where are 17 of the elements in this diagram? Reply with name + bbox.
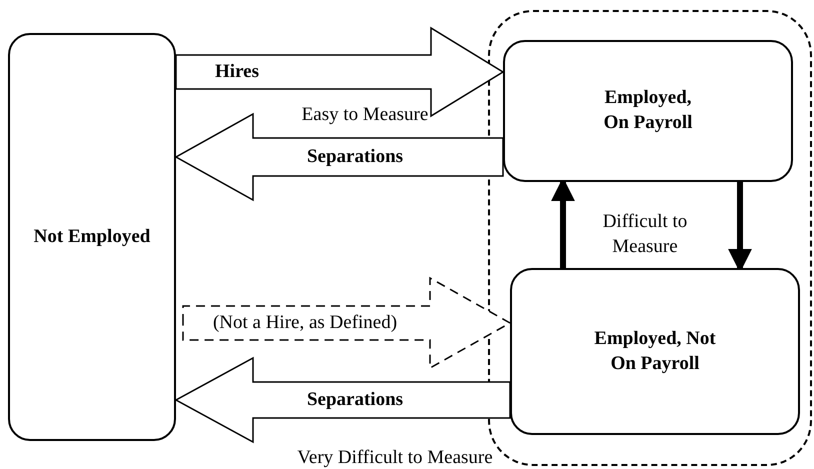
- arrow-label: (Not a Hire, as Defined): [212, 312, 398, 334]
- block-arrow: [174, 356, 511, 444]
- block-arrow: [175, 26, 504, 118]
- note-text: Difficult to Measure: [602, 210, 688, 259]
- state-label: Employed, Not On Payroll: [593, 326, 717, 376]
- state-box: [503, 40, 793, 182]
- state-label: Employed, On Payroll: [602, 86, 694, 135]
- block-arrow: [182, 276, 512, 370]
- state-box: [8, 33, 176, 441]
- arrow-label: Separations: [306, 389, 404, 411]
- block-arrow: [174, 112, 504, 202]
- note-text: Easy to Measure: [300, 103, 430, 127]
- state-box: [510, 268, 800, 435]
- note-text: Very Difficult to Measure: [296, 446, 494, 469]
- arrow-label: Hires: [215, 61, 259, 83]
- state-label: Not Employed: [34, 224, 150, 249]
- arrow-label: Separations: [306, 146, 404, 168]
